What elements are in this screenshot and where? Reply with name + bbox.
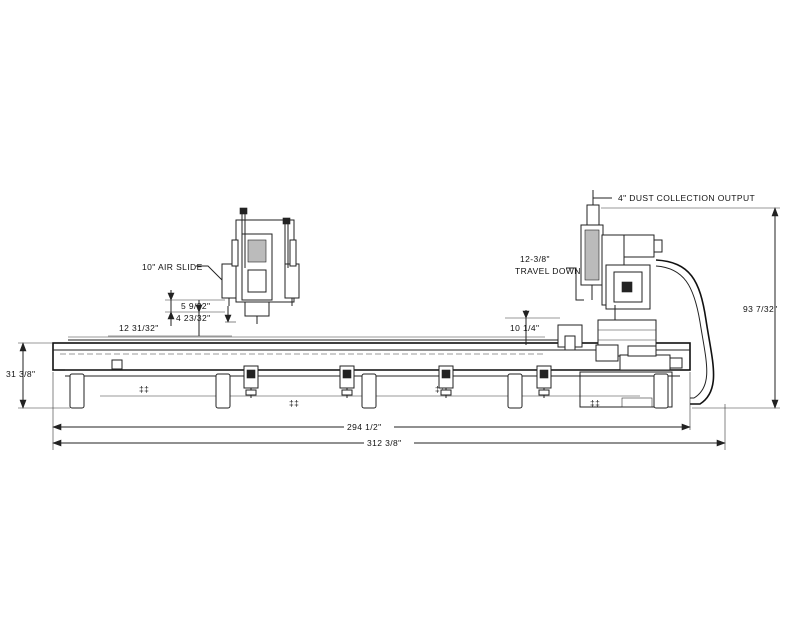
length-overall-label: 312 3/8" [367,438,402,448]
height-total-label: 93 7/32" [743,304,778,314]
dim-10-1-4: 10 1/4" [505,310,560,345]
dim-4-23-32-label: 4 23/32" [176,313,211,323]
svg-text:‡‡: ‡‡ [590,398,600,408]
dim-5-9-32-label: 5 9/32" [181,301,210,311]
dim-length-overall: 312 3/8" [52,404,726,450]
left-spindle-head [221,207,300,324]
dim-12-31-32: 12 31/32" [108,306,236,337]
dim-12-31-32-label: 12 31/32" [119,323,159,333]
mount-marks: ‡‡ ‡‡ ‡‡ ‡‡ [139,384,600,408]
dim-total-height: 93 7/32" [601,207,780,409]
dim-10-1-4-label: 10 1/4" [510,323,539,333]
support-legs [69,373,669,409]
machine-bed [52,336,691,408]
dim-5-9-32: 5 9/32" [165,290,225,312]
dim-length-inner: 294 1/2" [52,372,691,450]
right-gantry-head [557,190,715,405]
length-inner-label: 294 1/2" [347,422,382,432]
callout-air-slide: 10" AIR SLIDE [142,262,223,281]
pod-clamps [243,365,552,398]
svg-text:‡‡: ‡‡ [435,384,445,394]
height-base-label: 31 3/8" [6,369,35,379]
dim-4-23-32: 4 23/32" [165,300,225,336]
svg-text:‡‡: ‡‡ [139,384,149,394]
dust-collection-label: 4" DUST COLLECTION OUTPUT [618,193,755,203]
dim-base-height: 31 3/8" [6,342,70,409]
callout-travel-down: 12-3/8" TRAVEL DOWN [515,254,584,301]
travel-down-label: TRAVEL DOWN [515,266,581,276]
travel-down-value: 12-3/8" [520,254,550,264]
callout-dust-collection: 4" DUST COLLECTION OUTPUT [593,193,755,203]
svg-text:‡‡: ‡‡ [289,398,299,408]
air-slide-label: 10" AIR SLIDE [142,262,203,272]
